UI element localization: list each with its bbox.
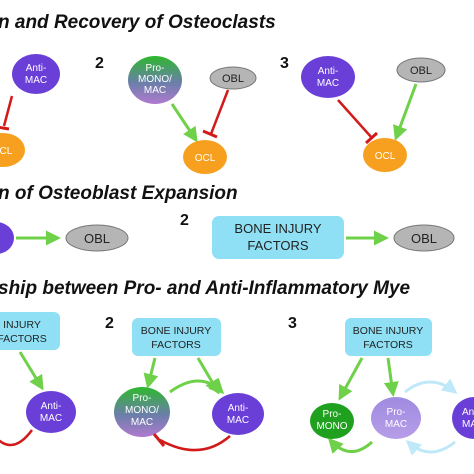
obl-node — [396, 57, 446, 83]
node-label: Pro- — [133, 393, 152, 404]
pro-mac-node — [371, 397, 421, 439]
panel-number: 2 — [105, 315, 114, 332]
s1-panel2: Pro- MONO/ MAC OBL OCL — [128, 56, 257, 174]
inhibition-bar — [0, 125, 10, 131]
s3-panel1: INJURY FACTORS Anti- MAC — [0, 312, 76, 447]
anti-mac-node-partial — [0, 222, 14, 254]
box-label: FACTORS — [363, 339, 412, 351]
anti-mac-node — [301, 56, 355, 98]
node-label: OCL — [195, 153, 216, 164]
node-label: OBL — [84, 231, 110, 246]
activation-arrow — [143, 357, 159, 389]
node-label: OBL — [411, 231, 437, 246]
ocl-node — [363, 138, 407, 172]
node-label: Ant — [462, 407, 474, 418]
bone-injury-factors-box — [212, 216, 344, 259]
node-label: MAC — [40, 413, 62, 424]
inhibition-curve — [159, 435, 231, 452]
anti-mac-node — [12, 54, 60, 94]
anti-mac-node — [212, 393, 264, 435]
node-label: MONO/ — [125, 405, 159, 416]
node-label: MAC — [144, 85, 166, 96]
node-label: MONO/ — [138, 74, 172, 85]
activation-arrow — [383, 357, 399, 397]
inhibition-line — [2, 95, 14, 127]
s3-panel2: BONE INJURY FACTORS Pro- MONO/ MAC Anti-… — [114, 318, 264, 452]
bone-injury-factors-box — [132, 318, 221, 356]
node-label: OCL — [375, 151, 396, 162]
obl-node — [393, 224, 455, 252]
box-label: INJURY — [3, 319, 41, 331]
anti-mac-node — [26, 391, 76, 433]
bone-injury-factors-box — [345, 318, 432, 356]
node-label: MAC — [131, 417, 153, 428]
panel-number: 3 — [280, 55, 289, 72]
box-label: FACTORS — [151, 339, 200, 351]
section1-heading: n and Recovery of Osteoclasts — [0, 12, 276, 33]
obl-node — [209, 66, 257, 90]
s2-panel1: OBL — [0, 222, 129, 254]
activation-arrow — [327, 437, 374, 454]
inhibition-bar — [152, 433, 166, 447]
node-label: MAC — [317, 78, 339, 89]
inhibition-line — [337, 99, 373, 139]
box-label: BONE INJURY — [353, 325, 423, 337]
node-label: MA — [462, 419, 474, 430]
s3-panel3: BONE INJURY FACTORS Pro- MONO Pro- MAC A… — [310, 318, 474, 456]
node-label: Anti- — [318, 66, 339, 77]
box-label: FACTORS — [247, 238, 308, 253]
box-label: FACTORS — [0, 333, 47, 345]
anti-mac-node-partial — [452, 397, 474, 439]
activation-arrow — [169, 378, 225, 395]
pro-mono-node — [310, 403, 354, 439]
activation-arrow — [170, 103, 198, 143]
node-label: Pro- — [146, 63, 165, 74]
section3-heading: ship between Pro- and Anti-Inflammatory … — [0, 278, 411, 299]
box-label: BONE INJURY — [234, 221, 321, 236]
inhibition-line — [209, 89, 230, 135]
bone-injury-factors-box — [0, 312, 60, 350]
inhibition-bar — [202, 129, 218, 139]
node-label: Pro- — [323, 409, 342, 420]
node-label: OCL — [0, 146, 13, 157]
inhibition-curve — [0, 429, 34, 447]
ocl-node — [0, 133, 25, 167]
activation-arrow — [393, 83, 418, 141]
node-label: Anti- — [228, 403, 249, 414]
node-label: MONO — [316, 421, 347, 432]
s1-panel1: Anti- MAC OCL — [0, 54, 60, 167]
node-label: OBL — [410, 65, 432, 77]
cycle-arrow — [405, 439, 456, 456]
cycle-arrow — [404, 378, 458, 394]
node-label: MAC — [385, 419, 407, 430]
panel-number: 2 — [95, 55, 104, 72]
obl-node — [65, 224, 129, 252]
inhibition-bar — [364, 131, 379, 145]
node-label: Pro- — [387, 407, 406, 418]
pro-mono-mac-node — [128, 56, 182, 104]
s1-panel3: Anti- MAC OBL OCL — [301, 56, 446, 172]
box-label: BONE INJURY — [141, 325, 211, 337]
activation-arrow — [338, 357, 364, 401]
node-label: OBL — [222, 73, 244, 85]
ocl-node — [183, 140, 227, 174]
panel-number: 2 — [180, 212, 189, 229]
pro-mono-mac-node — [114, 387, 170, 437]
s2-panel2: BONE INJURY FACTORS OBL — [212, 216, 455, 259]
section2-heading: n of Osteoblast Expansion — [0, 183, 238, 204]
node-label: MAC — [227, 415, 249, 426]
panel-number: 3 — [288, 315, 297, 332]
node-label: Anti- — [41, 401, 62, 412]
activation-arrow — [18, 351, 44, 391]
node-label: MAC — [25, 75, 47, 86]
node-label: Anti- — [26, 63, 47, 74]
